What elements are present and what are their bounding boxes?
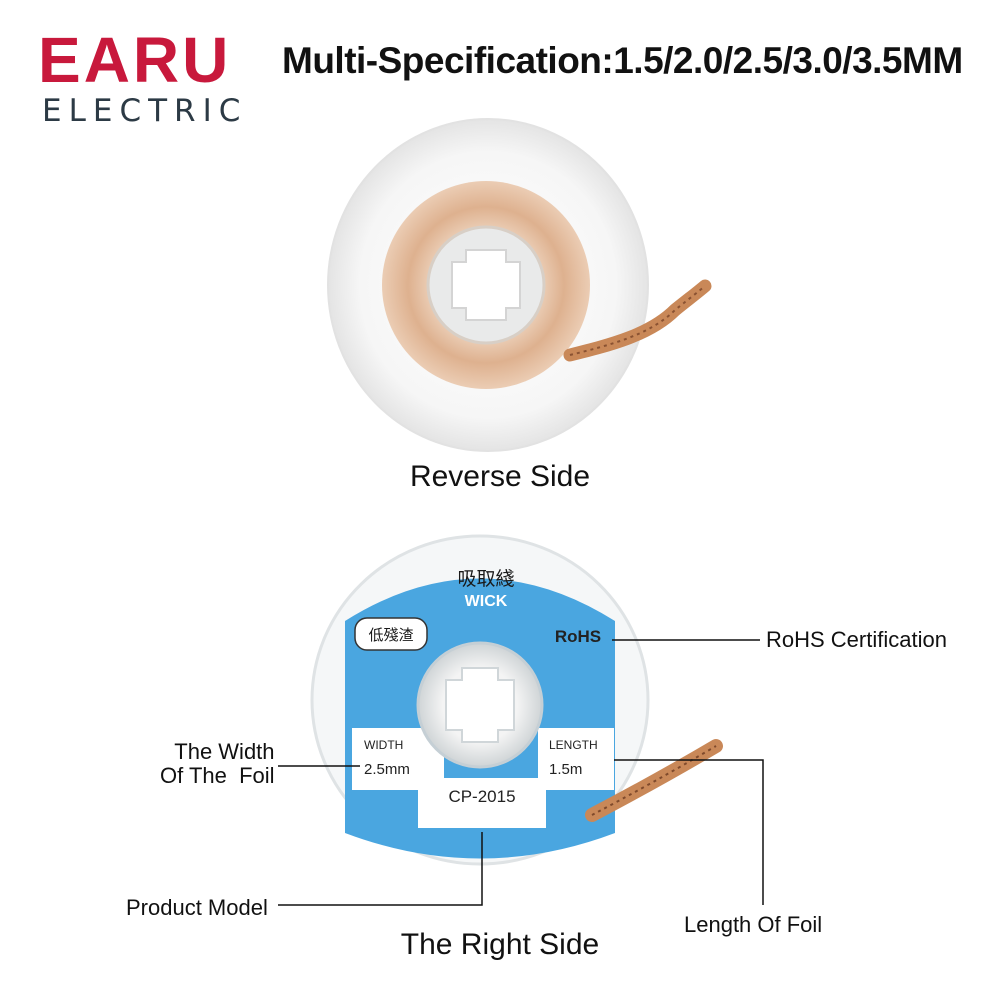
length-leader-line	[614, 759, 764, 905]
length-panel	[538, 728, 614, 790]
callout-model: Product Model	[126, 895, 268, 920]
label-badge: 低殘渣	[368, 626, 413, 644]
hub-cross-icon	[445, 667, 515, 743]
spool-reverse	[327, 118, 712, 452]
label-length-value: 1.5m	[549, 761, 582, 778]
caption-reverse-side: Reverse Side	[409, 460, 591, 493]
label-length-caption: LENGTH	[549, 738, 598, 752]
badge-frame	[354, 617, 428, 651]
label-origin: MADE IN CHINA	[444, 814, 521, 825]
brand-logo: EARU	[38, 24, 232, 96]
label-width-value: 2.5mm	[364, 761, 410, 778]
callout-width: The Width Of The Foil	[160, 739, 275, 789]
callout-rohs: RoHS Certification	[766, 627, 947, 652]
copper-tail	[563, 279, 712, 362]
spool-right: 吸取綫 WICK 低殘渣 RoHS WIDTH 2.5mm LENGTH 1.5…	[310, 534, 723, 866]
caption-right-side: The Right Side	[400, 928, 600, 961]
hub-cross-icon	[451, 249, 521, 321]
label-cert: RoHS	[555, 627, 601, 646]
label-width-caption: WIDTH	[364, 738, 403, 752]
callout-lines	[278, 639, 764, 906]
label-model: CP-2015	[448, 787, 515, 806]
label-title-cjk: 吸取綫	[457, 568, 514, 590]
model-leader-line	[278, 832, 483, 906]
callout-width-line2: Of The Foil	[160, 763, 275, 789]
brand-subtitle: ELECTRIC	[42, 93, 248, 129]
label-title: WICK	[465, 593, 508, 610]
model-panel	[418, 778, 546, 828]
headline: Multi-Specification:1.5/2.0/2.5/3.0/3.5M…	[282, 40, 963, 81]
callout-width-line1: The Width	[174, 739, 275, 764]
callout-length: Length Of Foil	[684, 912, 823, 937]
